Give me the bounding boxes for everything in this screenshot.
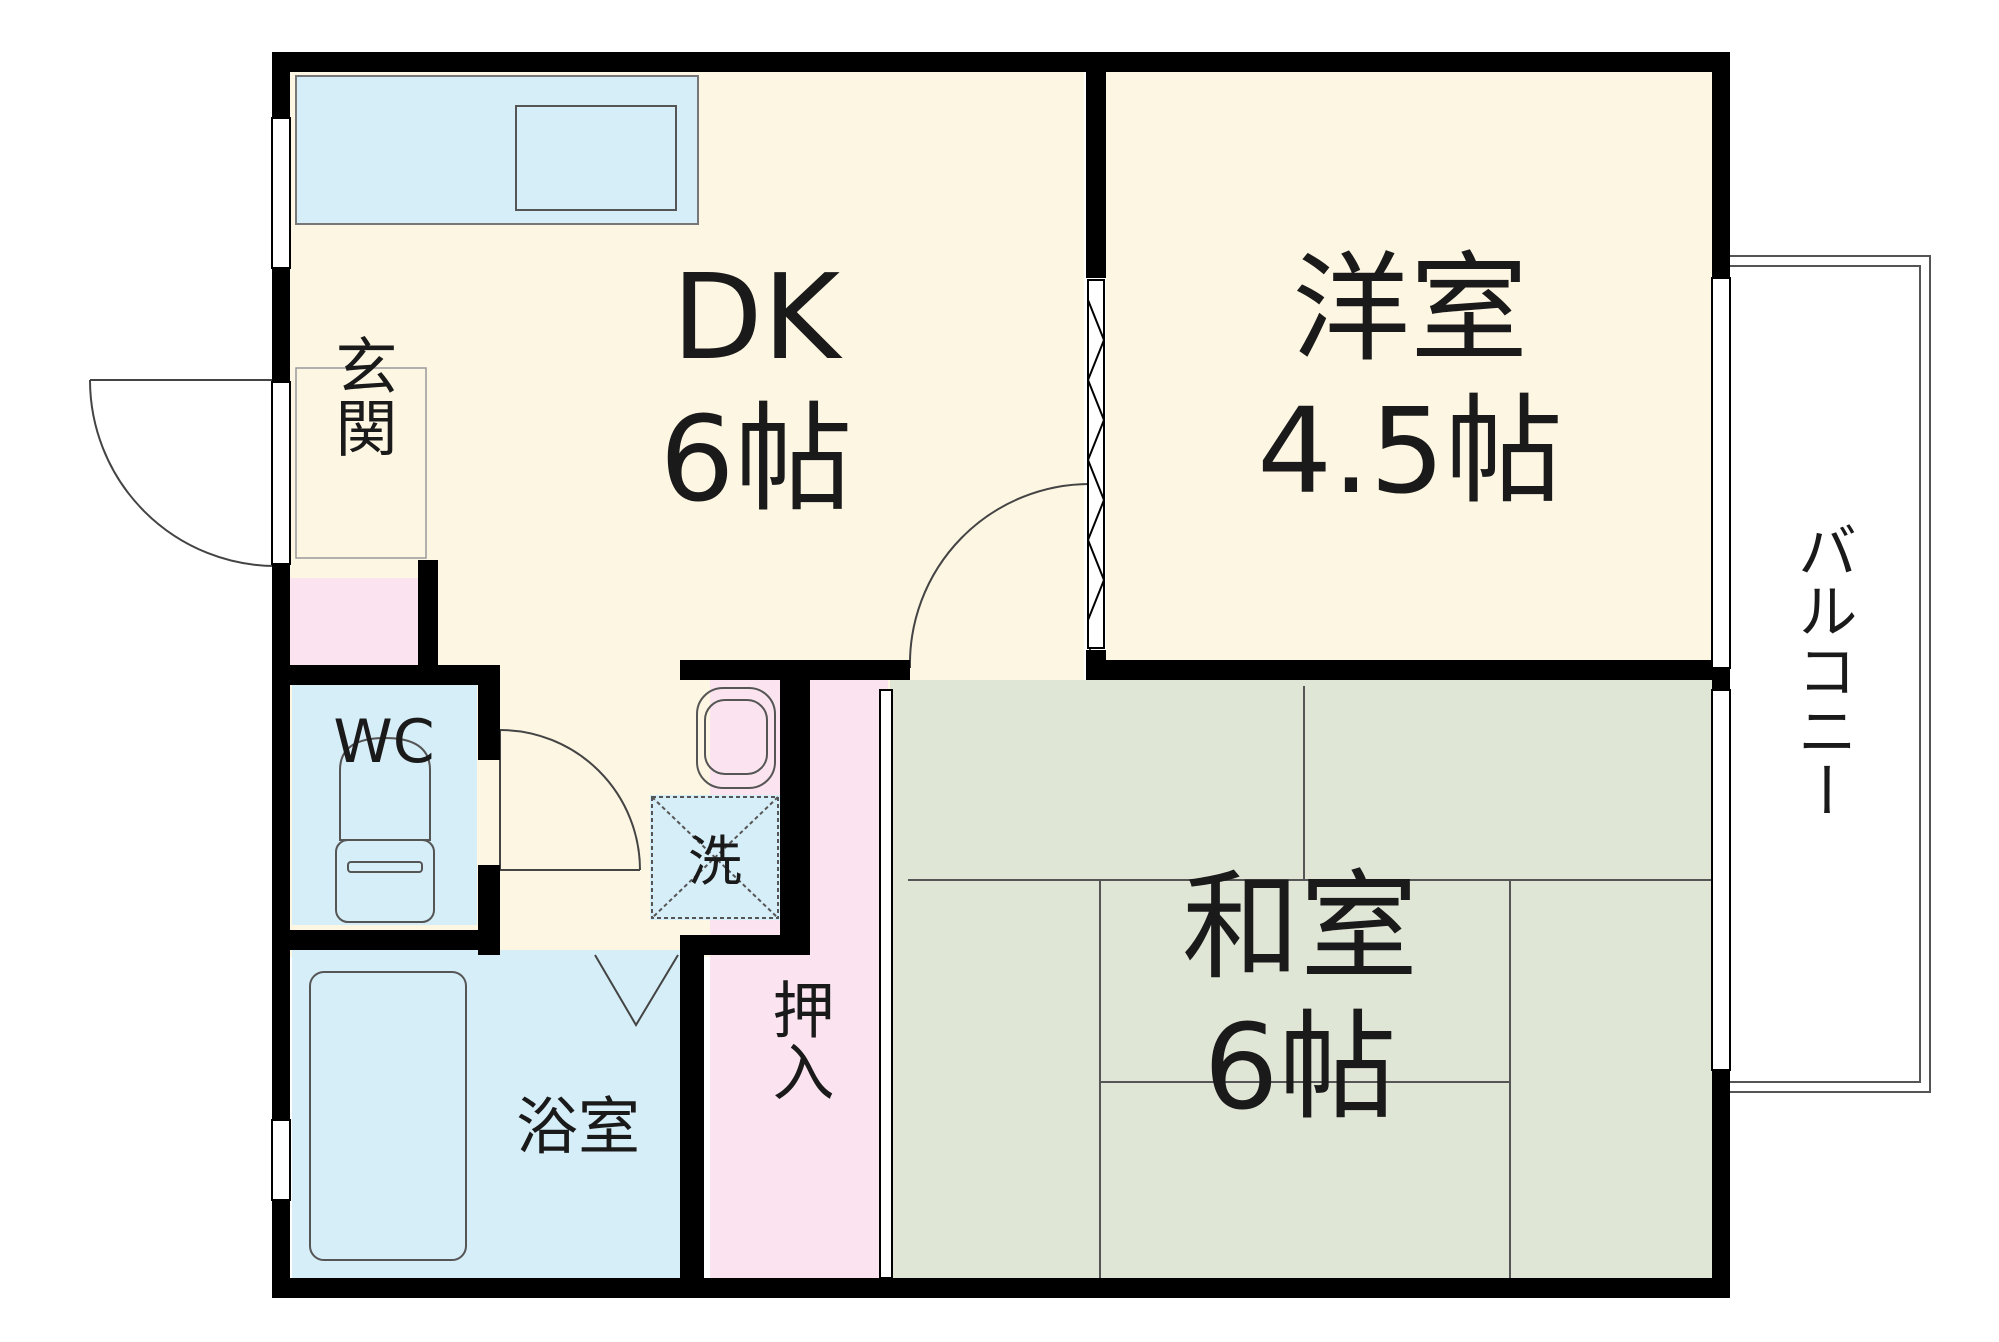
japanese-room-size: 6帖 — [1203, 998, 1396, 1136]
western-room-floor — [1106, 70, 1714, 667]
window-japanese — [1711, 689, 1731, 1071]
japanese-room-name: 和室 — [1182, 858, 1418, 996]
dk-name: DK — [672, 248, 843, 386]
western-room-name: 洋室 — [1292, 240, 1528, 378]
floor-fills — [288, 70, 1714, 1278]
western-room-size: 4.5帖 — [1257, 382, 1563, 520]
wall-mid-horizontal — [680, 660, 910, 680]
kitchen-sink — [515, 105, 677, 211]
shoe-box — [295, 367, 427, 559]
tatami-lines — [908, 686, 1714, 1278]
balcony — [1728, 255, 1931, 1093]
wall-dk-western — [1086, 52, 1106, 278]
entrance-step — [288, 578, 418, 669]
wc-name: WC — [333, 707, 434, 777]
dk-size: 6帖 — [659, 390, 852, 528]
closet-name: 押入 — [762, 978, 835, 1102]
entrance-name: 玄関 — [325, 334, 398, 458]
room-labels: DK 6帖 洋室 4.5帖 和室 6帖 玄関 WC 浴室 押入 洗 バルコニー — [325, 240, 1858, 1163]
window-bath — [271, 1119, 291, 1201]
japanese-room-floor — [890, 680, 1714, 1278]
bath-name: 浴室 — [516, 1090, 640, 1163]
window-western — [1711, 277, 1731, 669]
bath-floor — [292, 950, 680, 1278]
window-kitchen — [271, 117, 291, 269]
wall-top — [272, 52, 1730, 72]
wall-bottom — [272, 1278, 1730, 1298]
toilet — [335, 736, 435, 923]
fixtures — [295, 105, 1714, 1278]
entrance-door-opening — [271, 381, 291, 565]
balcony-name: バルコニー — [1787, 520, 1857, 820]
bathtub — [309, 971, 467, 1261]
windows — [271, 117, 1731, 1201]
wash-basin — [696, 687, 776, 789]
washer-pan — [651, 796, 779, 919]
washer-name: 洗 — [688, 830, 742, 893]
kitchen-counter — [295, 75, 699, 225]
